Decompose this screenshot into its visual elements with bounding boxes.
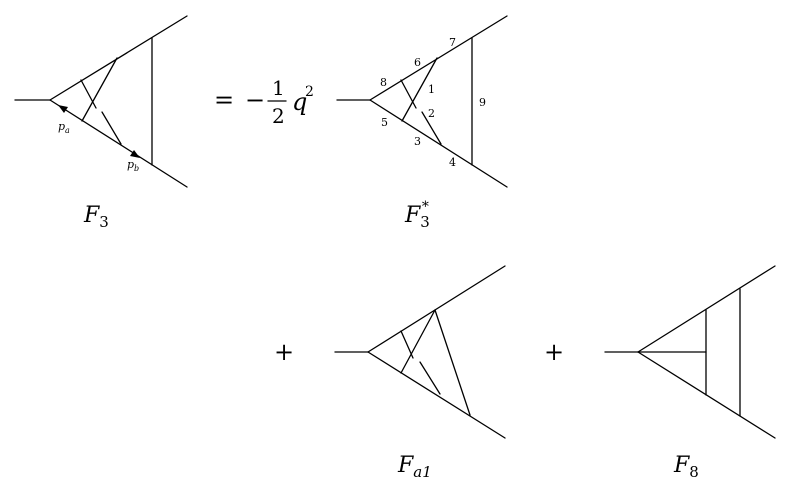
momentum-label-pa: pa: [58, 120, 70, 135]
crossing-diagonal-line: [400, 309, 436, 374]
short-upper-line: [400, 330, 414, 359]
edge-label-2: 2: [428, 107, 435, 120]
diagram-fa1: Fa1: [334, 265, 506, 481]
q-exponent: 2: [305, 84, 314, 100]
short-lower-line: [421, 111, 442, 145]
diagonal-line: [81, 57, 118, 122]
lower-outer-line: [369, 99, 508, 188]
caption-f3: F3: [83, 203, 109, 231]
short-upper-line: [400, 79, 417, 109]
short-upper-line: [80, 79, 97, 109]
diagram-f8: F8: [604, 265, 776, 481]
fraction-numerator: 1: [272, 76, 285, 100]
edge-label-6: 6: [414, 56, 421, 69]
caption-f3-star: F3*: [404, 199, 430, 231]
arrow-pb-icon: [130, 150, 140, 158]
short-lower-line: [419, 361, 441, 395]
lower-outer-line: [49, 99, 188, 188]
lower-outer-line: [367, 351, 506, 439]
upper-outer-line: [49, 15, 188, 101]
plus-sign-1: +: [274, 338, 294, 366]
upper-outer-line: [637, 265, 776, 353]
arrow-pa-icon: [58, 105, 68, 113]
edge-label-1: 1: [428, 83, 435, 96]
upper-outer-line: [367, 265, 506, 353]
caption-fa1: Fa1: [397, 453, 432, 481]
q-symbol: q: [292, 88, 307, 116]
diagonal-line: [401, 57, 438, 122]
diagram-f3-star: 1 2 3 4 5 6 7 8 9 F3*: [336, 15, 508, 231]
equals-sign: =: [214, 86, 234, 114]
fraction-denominator: 2: [272, 104, 285, 128]
caption-f8: F8: [673, 453, 699, 481]
edge-label-8: 8: [380, 76, 387, 89]
plus-sign-2: +: [544, 338, 564, 366]
edge-label-4: 4: [449, 156, 456, 169]
prefactor: = − 1 2 q 2: [214, 76, 314, 128]
short-lower-line: [101, 111, 122, 145]
upper-outer-line: [369, 15, 508, 101]
edge-label-9: 9: [479, 96, 486, 109]
edge-label-7: 7: [449, 36, 456, 49]
diagram-f3: pa pb F3: [14, 15, 188, 231]
edge-label-3: 3: [414, 135, 421, 148]
minus-sign: −: [245, 86, 265, 114]
long-diagonal-line: [434, 309, 471, 416]
momentum-label-pb: pb: [127, 158, 139, 173]
edge-label-5: 5: [381, 116, 388, 129]
